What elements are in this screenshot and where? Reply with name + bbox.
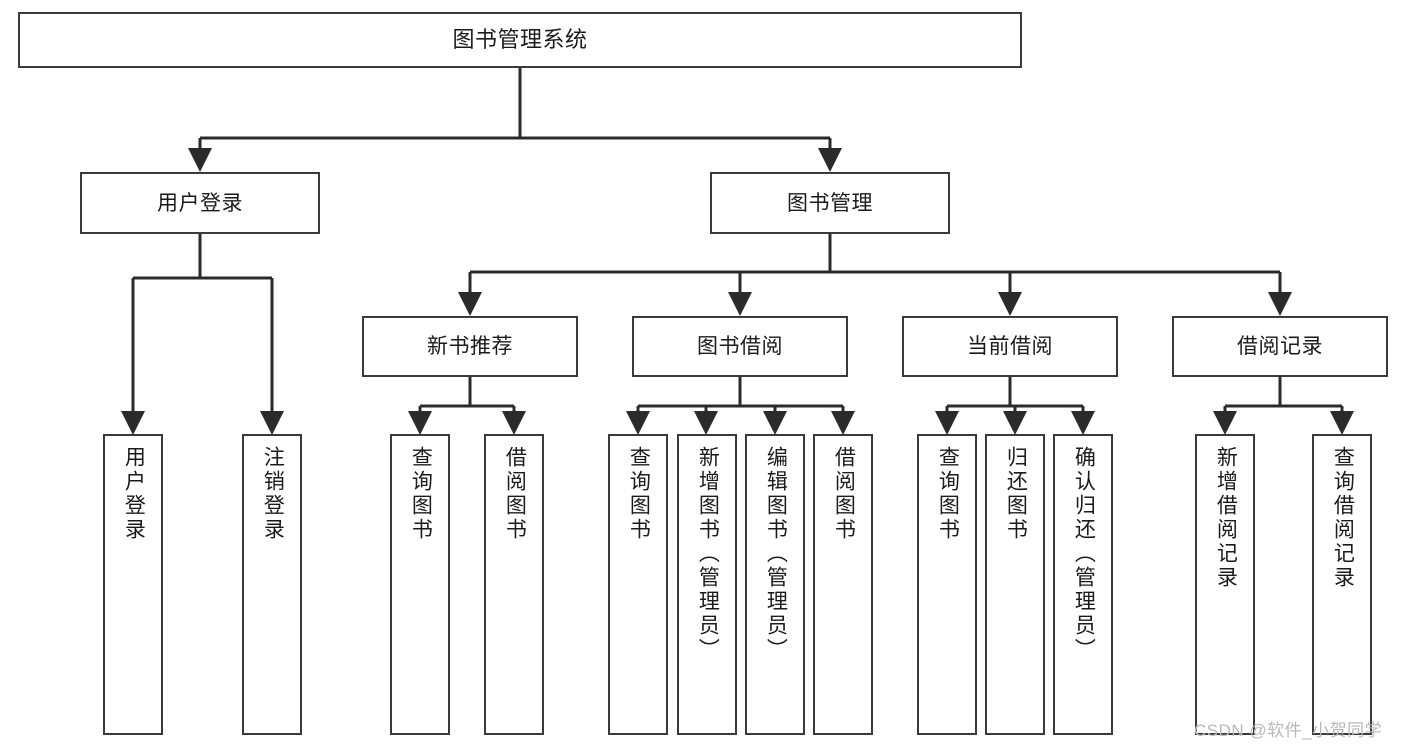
node-book-manage[interactable]: 图书管理 <box>710 172 950 234</box>
node-leaf-return-book[interactable]: 归还图书 <box>985 434 1045 735</box>
node-leaf-confirm-return-label: 确认归还（管理员） <box>1072 446 1096 662</box>
node-book-borrow[interactable]: 图书借阅 <box>632 316 848 377</box>
node-current-borrow-label: 当前借阅 <box>967 335 1053 358</box>
node-leaf-query-book-3-label: 查询图书 <box>936 446 960 542</box>
node-leaf-query-book-2[interactable]: 查询图书 <box>608 434 668 735</box>
csdn-watermark: CSDN @软件_小贺同学 <box>1194 721 1383 740</box>
node-leaf-logout-login[interactable]: 注销登录 <box>242 434 302 735</box>
node-leaf-query-book-2-label: 查询图书 <box>627 446 651 542</box>
node-leaf-query-record-label: 查询借阅记录 <box>1331 446 1355 590</box>
node-leaf-borrow-book-1-label: 借阅图书 <box>503 446 527 542</box>
node-leaf-borrow-book-2[interactable]: 借阅图书 <box>813 434 873 735</box>
node-leaf-query-book-3[interactable]: 查询图书 <box>917 434 977 735</box>
node-leaf-query-book-1-label: 查询图书 <box>409 446 433 542</box>
node-new-book-recommend[interactable]: 新书推荐 <box>362 316 578 377</box>
node-leaf-confirm-return[interactable]: 确认归还（管理员） <box>1053 434 1113 735</box>
node-borrow-record[interactable]: 借阅记录 <box>1172 316 1388 377</box>
node-leaf-return-book-label: 归还图书 <box>1004 446 1028 542</box>
node-book-manage-label: 图书管理 <box>787 191 873 215</box>
node-root[interactable]: 图书管理系统 <box>18 12 1022 68</box>
node-new-book-recommend-label: 新书推荐 <box>427 335 513 358</box>
node-leaf-query-record[interactable]: 查询借阅记录 <box>1312 434 1372 735</box>
node-leaf-edit-book-label: 编辑图书（管理员） <box>764 446 788 662</box>
node-leaf-add-record-label: 新增借阅记录 <box>1214 446 1238 590</box>
node-leaf-edit-book[interactable]: 编辑图书（管理员） <box>745 434 805 735</box>
node-leaf-borrow-book-1[interactable]: 借阅图书 <box>484 434 544 735</box>
node-leaf-add-book-label: 新增图书（管理员） <box>696 446 720 662</box>
node-leaf-query-book-1[interactable]: 查询图书 <box>390 434 450 735</box>
node-leaf-logout-login-label: 注销登录 <box>261 446 285 542</box>
node-leaf-user-login-label: 用户登录 <box>122 446 146 542</box>
node-leaf-borrow-book-2-label: 借阅图书 <box>832 446 856 542</box>
node-borrow-record-label: 借阅记录 <box>1237 335 1323 358</box>
node-leaf-add-record[interactable]: 新增借阅记录 <box>1195 434 1255 735</box>
node-current-borrow[interactable]: 当前借阅 <box>902 316 1118 377</box>
node-leaf-add-book[interactable]: 新增图书（管理员） <box>677 434 737 735</box>
node-user-login-label: 用户登录 <box>157 191 243 215</box>
node-user-login[interactable]: 用户登录 <box>80 172 320 234</box>
node-root-label: 图书管理系统 <box>452 27 588 52</box>
node-leaf-user-login[interactable]: 用户登录 <box>103 434 163 735</box>
node-book-borrow-label: 图书借阅 <box>697 335 783 358</box>
